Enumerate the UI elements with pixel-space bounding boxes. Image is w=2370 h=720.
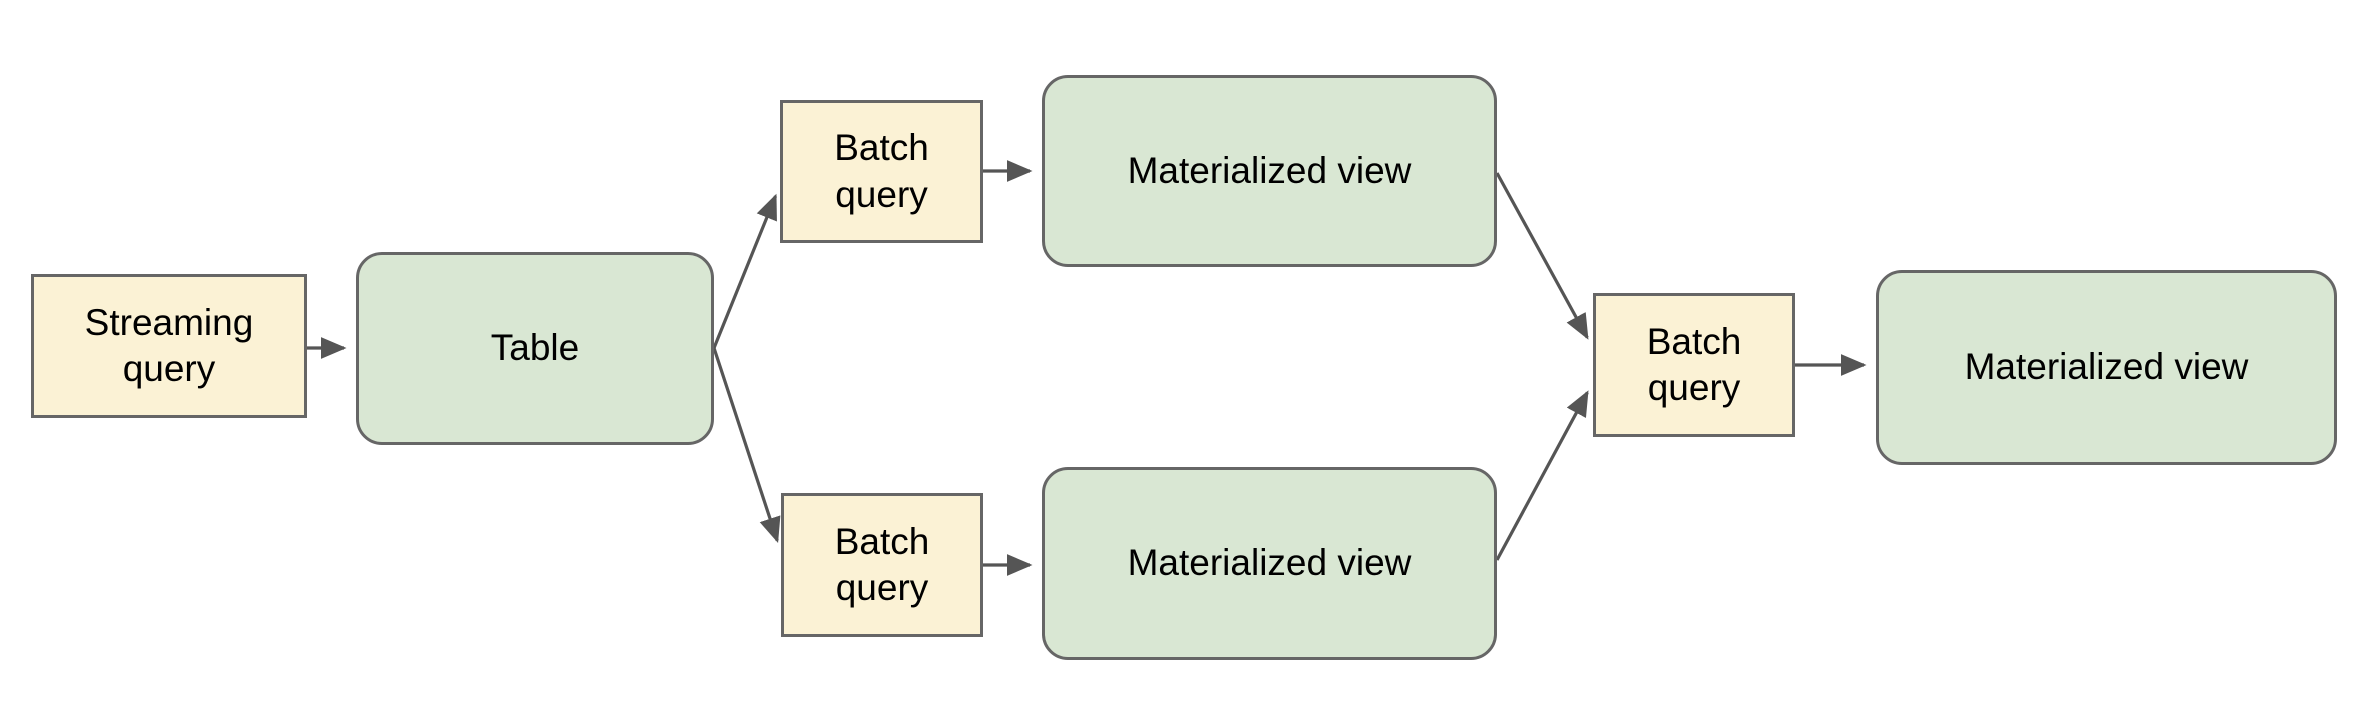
edge-mv-top-to-batch-join xyxy=(1495,172,1589,340)
node-materialized-view-bottom[interactable]: Materialized view xyxy=(1042,467,1497,660)
node-label-materialized-view-top: Materialized view xyxy=(1127,149,1412,191)
node-label-materialized-view-bottom: Materialized view xyxy=(1127,542,1412,584)
node-label-batch-query-join: Batch query xyxy=(1646,320,1742,408)
node-label-streaming-query: Streaming query xyxy=(84,301,254,389)
node-materialized-view-top[interactable]: Materialized view xyxy=(1042,75,1497,267)
edge-mv-bottom-to-batch-join xyxy=(1495,390,1589,561)
node-batch-query-bottom[interactable]: Batch query xyxy=(781,493,983,637)
node-table[interactable]: Table xyxy=(356,252,714,445)
node-batch-query-top[interactable]: Batch query xyxy=(780,100,983,243)
node-label-table: Table xyxy=(490,327,580,369)
edge-table-to-batch-top xyxy=(712,193,777,349)
node-streaming-query[interactable]: Streaming query xyxy=(31,274,307,418)
node-label-materialized-view-final: Materialized view xyxy=(1964,346,2249,388)
edge-table-to-batch-bottom xyxy=(712,347,781,544)
node-batch-query-join[interactable]: Batch query xyxy=(1593,293,1795,437)
node-label-batch-query-top: Batch query xyxy=(834,127,929,215)
node-materialized-view-final[interactable]: Materialized view xyxy=(1876,270,2337,465)
node-label-batch-query-bottom: Batch query xyxy=(834,520,930,608)
